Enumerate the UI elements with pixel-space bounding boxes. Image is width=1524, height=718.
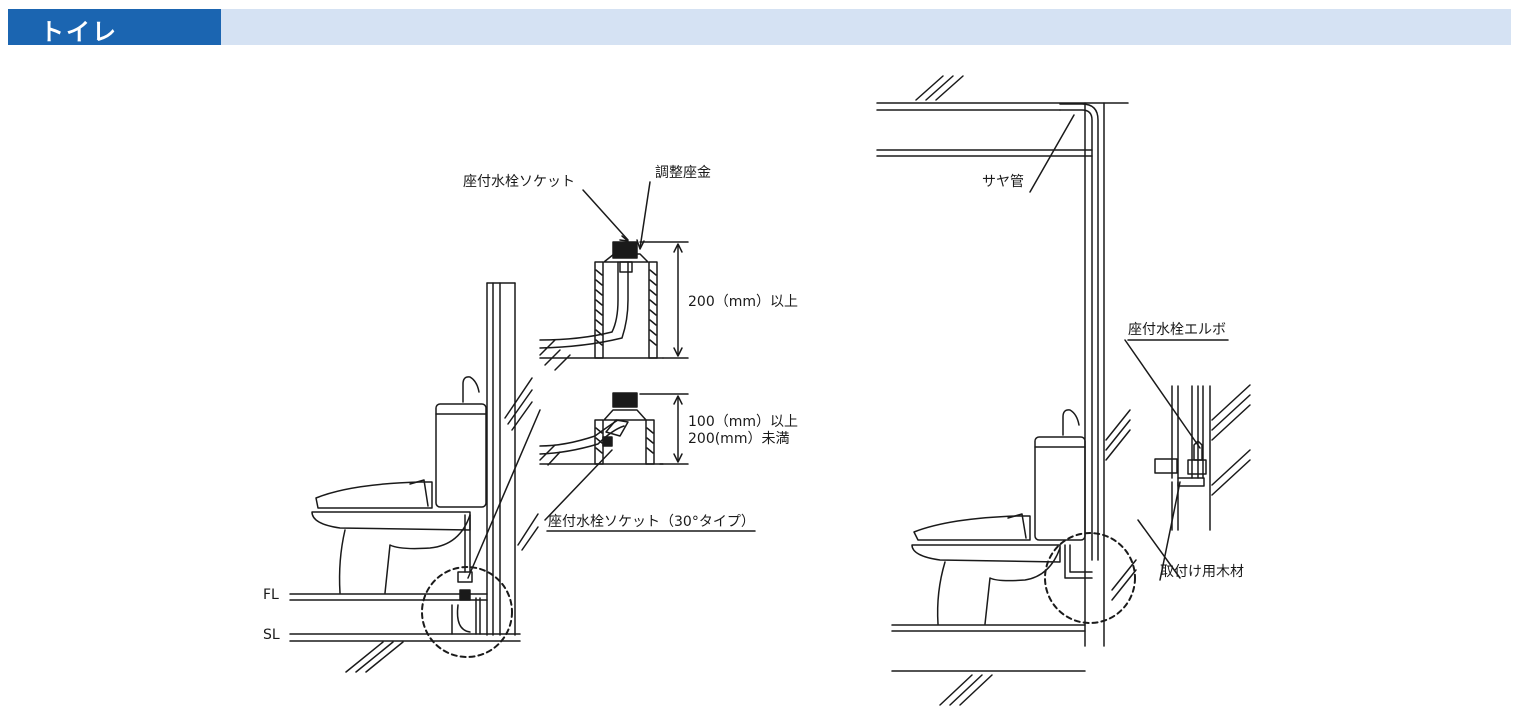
label-dim-100mm-over: 100（mm）以上 bbox=[688, 414, 798, 430]
detail-circle-right bbox=[1044, 532, 1136, 624]
label-socket-30deg: 座付水栓ソケット（30°タイプ） bbox=[548, 514, 755, 530]
section-header-bar: トイレ bbox=[8, 9, 1511, 46]
label-seat-faucet-socket: 座付水栓ソケット bbox=[463, 174, 575, 190]
label-sl: SL bbox=[263, 627, 280, 643]
label-dim-200mm-under: 200(mm）未満 bbox=[688, 431, 789, 447]
label-adjust-washer: 調整座金 bbox=[655, 165, 711, 181]
label-mounting-wood: 取付け用木材 bbox=[1160, 564, 1244, 580]
detail-circle-left bbox=[421, 566, 513, 658]
socket-detail-200mm bbox=[539, 181, 689, 371]
right-wall-installation bbox=[876, 75, 1181, 706]
label-dim-200mm-over: 200（mm）以上 bbox=[688, 294, 798, 310]
socket-detail-100mm-30deg bbox=[539, 392, 689, 521]
label-sheath-pipe: サヤ管 bbox=[982, 174, 1024, 190]
label-fl: FL bbox=[263, 587, 279, 603]
section-title: トイレ bbox=[40, 18, 118, 46]
elbow-detail bbox=[1124, 339, 1251, 581]
label-seat-faucet-elbow: 座付水栓エルボ bbox=[1128, 322, 1226, 338]
left-floor-installation bbox=[289, 282, 541, 673]
section-title-tab: トイレ bbox=[8, 9, 221, 46]
